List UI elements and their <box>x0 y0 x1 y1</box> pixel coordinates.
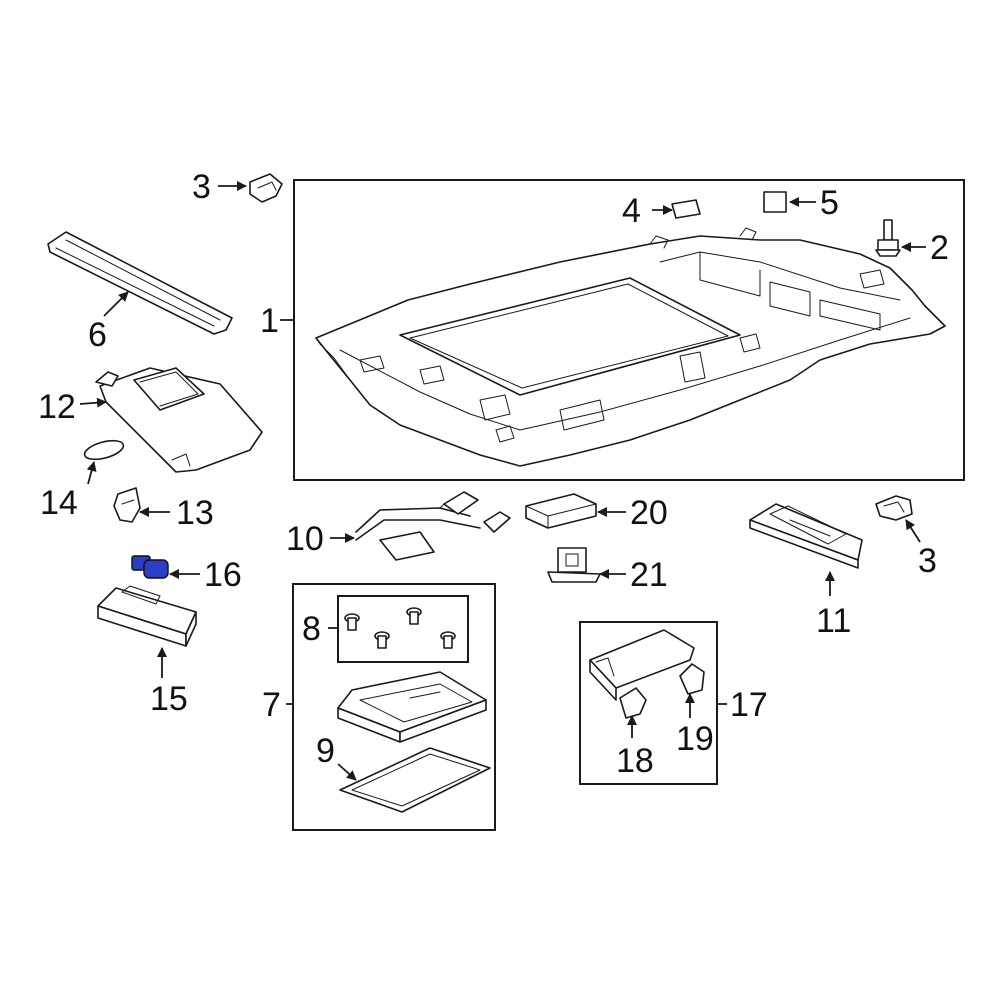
callout-8: 8 <box>302 610 321 648</box>
grab-handle-group-box <box>579 621 718 785</box>
holder-part-13 <box>113 487 141 523</box>
callout-2: 2 <box>930 229 949 267</box>
pad-part-4 <box>671 199 701 219</box>
callout-11: 11 <box>816 602 851 640</box>
leader-lines <box>79 181 926 781</box>
callout-17: 17 <box>730 686 768 724</box>
callout-5: 5 <box>820 184 839 222</box>
fasteners-part-8 <box>344 607 456 649</box>
dome-lamp-part-7 <box>337 671 487 743</box>
callout-19: 19 <box>676 720 714 758</box>
callout-9: 9 <box>316 732 335 770</box>
callout-12: 12 <box>38 388 76 426</box>
callout-10: 10 <box>286 520 324 558</box>
callout-13: 13 <box>176 494 214 532</box>
callout-3b: 3 <box>918 542 937 580</box>
sun-visor-part-12 <box>95 367 263 473</box>
lens-part-9 <box>339 747 491 813</box>
clip-part-18 <box>619 687 647 719</box>
fastener-subgroup-box <box>337 595 469 663</box>
callout-labels: 1 2 3 3 4 5 6 7 8 9 10 11 12 13 14 15 16… <box>38 168 949 780</box>
callout-20: 20 <box>630 494 668 532</box>
dome-lamp-group-box <box>292 583 496 831</box>
clip-part-19 <box>679 663 705 695</box>
grab-handle-part-17 <box>589 629 695 701</box>
bracket-part-21 <box>547 547 601 583</box>
callout-21: 21 <box>630 556 668 594</box>
callout-4: 4 <box>622 192 641 230</box>
callout-18: 18 <box>616 742 654 780</box>
callout-3a: 3 <box>192 168 211 206</box>
bulb-part-16 <box>131 555 169 579</box>
trim-strip-part-6 <box>47 231 233 335</box>
clip-part-3a <box>249 173 283 203</box>
callout-15: 15 <box>150 680 188 718</box>
lamp-housing-part-15 <box>97 585 197 647</box>
bolt-part-2 <box>875 219 901 257</box>
headliner-group-box <box>293 179 965 481</box>
connector-part-20 <box>525 493 597 529</box>
wire-harness-part-10 <box>355 491 511 561</box>
callout-14: 14 <box>40 484 78 522</box>
callout-16: 16 <box>204 556 242 594</box>
mirror-part-14 <box>83 439 125 461</box>
callout-7: 7 <box>262 686 281 724</box>
headliner-drawing <box>315 227 946 467</box>
callout-1: 1 <box>260 302 279 340</box>
map-lamp-part-11 <box>749 503 863 569</box>
clip-part-3b <box>875 495 913 521</box>
callout-6: 6 <box>88 316 107 354</box>
pad-part-5 <box>763 191 787 213</box>
